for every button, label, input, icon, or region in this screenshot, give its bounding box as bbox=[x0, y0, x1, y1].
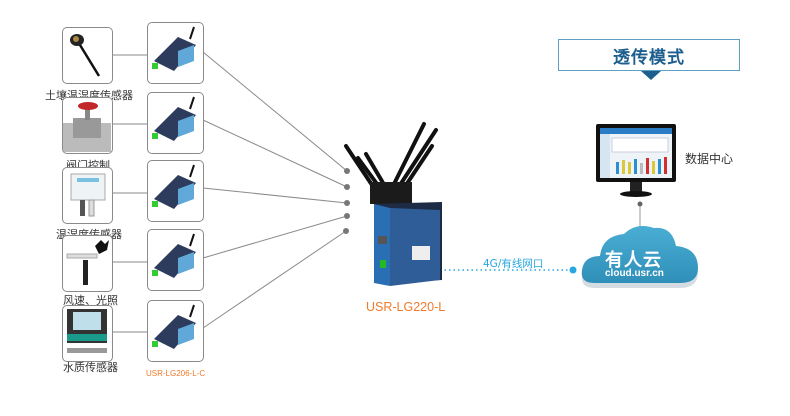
sensor-box-valve bbox=[62, 97, 113, 154]
port-dot-5 bbox=[343, 228, 349, 234]
sensor-box-wind bbox=[62, 235, 113, 292]
fan-line-1 bbox=[202, 51, 348, 172]
fan-line-2 bbox=[202, 119, 348, 188]
gateway-model: USR-LG220-L bbox=[366, 300, 446, 314]
port-dot-4 bbox=[344, 213, 350, 219]
temp-humidity-sensor-icon bbox=[70, 173, 106, 217]
cloud-icon bbox=[581, 226, 698, 288]
serial-device-box-4 bbox=[147, 229, 204, 291]
serial-server-icon bbox=[152, 26, 196, 71]
wind-light-sensor-icon bbox=[66, 240, 109, 285]
serial-device-box-5 bbox=[147, 300, 204, 362]
mode-title-box: 透传模式 bbox=[558, 39, 740, 71]
fan-line-5 bbox=[202, 230, 347, 329]
cloud-dc-dot bbox=[637, 201, 643, 207]
sensor-box-temp bbox=[62, 167, 113, 224]
sensor-box-water bbox=[62, 305, 113, 362]
lora-gateway-icon bbox=[344, 122, 442, 286]
water-quality-sensor-icon bbox=[67, 309, 107, 353]
sensor-box-soil bbox=[62, 27, 113, 84]
serial-device-model: USR-LG206-L-C bbox=[146, 369, 206, 378]
fan-line-4 bbox=[202, 215, 348, 259]
mode-title: 透传模式 bbox=[613, 47, 685, 68]
registered-mark: ® bbox=[677, 240, 684, 248]
cloud-url: cloud.usr.cn bbox=[605, 268, 664, 279]
port-dot-2 bbox=[344, 184, 350, 190]
cloud-name: 有人云 bbox=[605, 250, 662, 271]
serial-device-box-3 bbox=[147, 160, 204, 222]
serial-server-icon bbox=[152, 304, 196, 349]
serial-server-icon bbox=[152, 233, 196, 278]
port-dot-1 bbox=[344, 168, 350, 174]
sensor-label-wind: 风速、光照 bbox=[63, 294, 118, 307]
serial-device-box-2 bbox=[147, 92, 204, 154]
soil-probe-icon bbox=[70, 34, 101, 77]
serial-server-icon bbox=[152, 96, 196, 141]
serial-device-box-1 bbox=[147, 22, 204, 84]
link-label: 4G/有线网口 bbox=[483, 258, 544, 270]
data-center-label: 数据中心 bbox=[685, 152, 734, 166]
link-endpoint-dot bbox=[569, 266, 577, 274]
monitor-icon bbox=[596, 124, 676, 197]
mode-title-arrow-icon bbox=[641, 71, 661, 80]
port-dot-3 bbox=[344, 200, 350, 206]
sensor-label-water: 水质传感器 bbox=[63, 361, 118, 374]
valve-icon bbox=[63, 102, 111, 152]
serial-server-icon bbox=[152, 164, 196, 209]
fan-line-3 bbox=[202, 187, 348, 204]
